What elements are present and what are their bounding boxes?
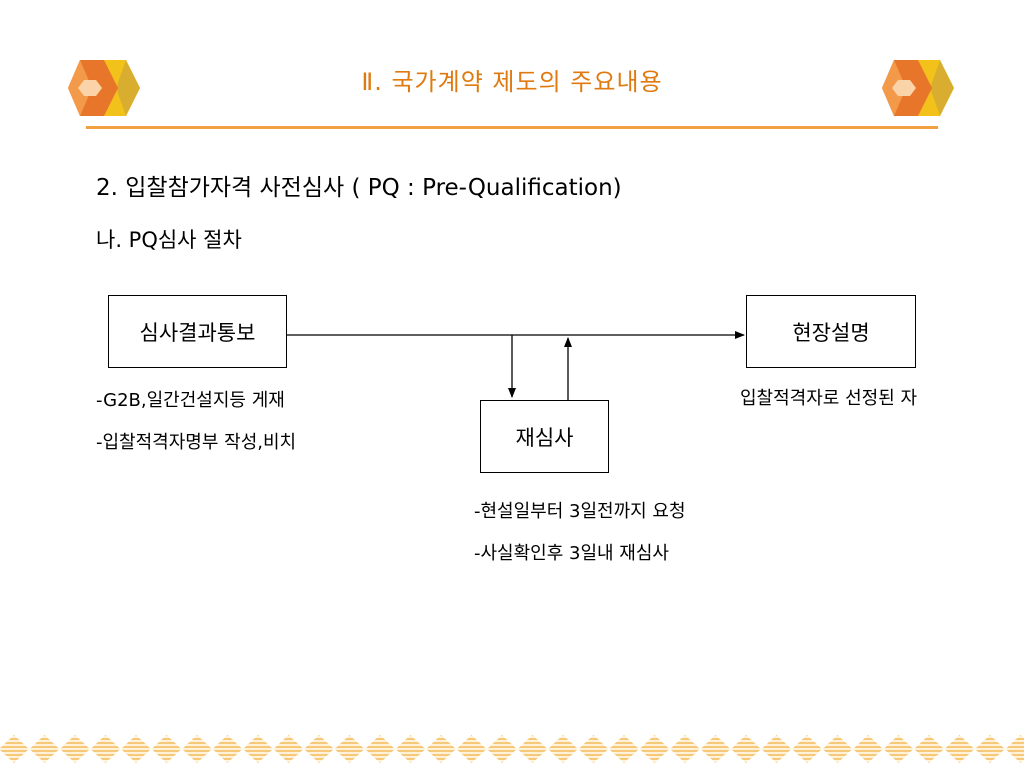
band-diamond [29,735,60,763]
node-notify: 심사결과통보 [108,295,287,368]
note-review-1: -현설일부터 3일전까지 요청 [474,501,686,522]
band-diamond [944,735,975,763]
band-diamond [517,735,548,763]
logo-left-icon [68,60,140,116]
note-site-1: 입찰적격자로 선정된 자 [740,388,918,409]
note-notify-2: -입찰적격자명부 작성,비치 [96,432,297,453]
band-diamond [90,735,121,763]
band-diamond [914,735,944,763]
header-divider [86,126,938,129]
band-diamond [182,735,212,763]
band-diamond [395,735,426,763]
band-diamond [578,735,609,763]
band-diamond [792,735,822,763]
note-notify-1: -G2B,일간건설지등 게재 [96,390,285,411]
band-diamond [822,735,853,763]
band-diamond [670,735,700,763]
logo-right-icon [882,60,954,116]
band-diamond [853,735,883,763]
node-re-review: 재심사 [480,400,609,473]
band-diamond [548,735,578,763]
band-diamond [0,735,29,763]
band-diamond [975,735,1005,763]
header-title: Ⅱ. 국가계약 제도의 주요내용 [361,68,663,96]
band-diamond [212,735,243,763]
band-diamond [1005,735,1024,763]
note-review-2: -사실확인후 3일내 재심사 [474,543,669,564]
band-diamond [273,735,304,763]
band-diamond [487,735,517,763]
band-diamond [151,735,182,763]
section-title: 2. 입찰참가자격 사전심사 ( PQ : Pre-Qualification) [96,175,622,201]
node-site-briefing: 현장설명 [746,295,916,368]
band-diamond [243,735,273,763]
band-diamond [731,735,761,763]
subsection-title: 나. PQ심사 절차 [96,228,242,252]
band-diamond [334,735,365,763]
decorative-bottom-band [0,735,1024,763]
band-diamond [609,735,639,763]
band-diamond [883,735,914,763]
band-diamond [304,735,334,763]
band-diamond [456,735,487,763]
band-diamond [700,735,731,763]
band-diamond [60,735,90,763]
band-diamond [365,735,395,763]
band-diamond [426,735,456,763]
band-diamond [761,735,792,763]
band-diamond [639,735,670,763]
band-diamond [121,735,151,763]
